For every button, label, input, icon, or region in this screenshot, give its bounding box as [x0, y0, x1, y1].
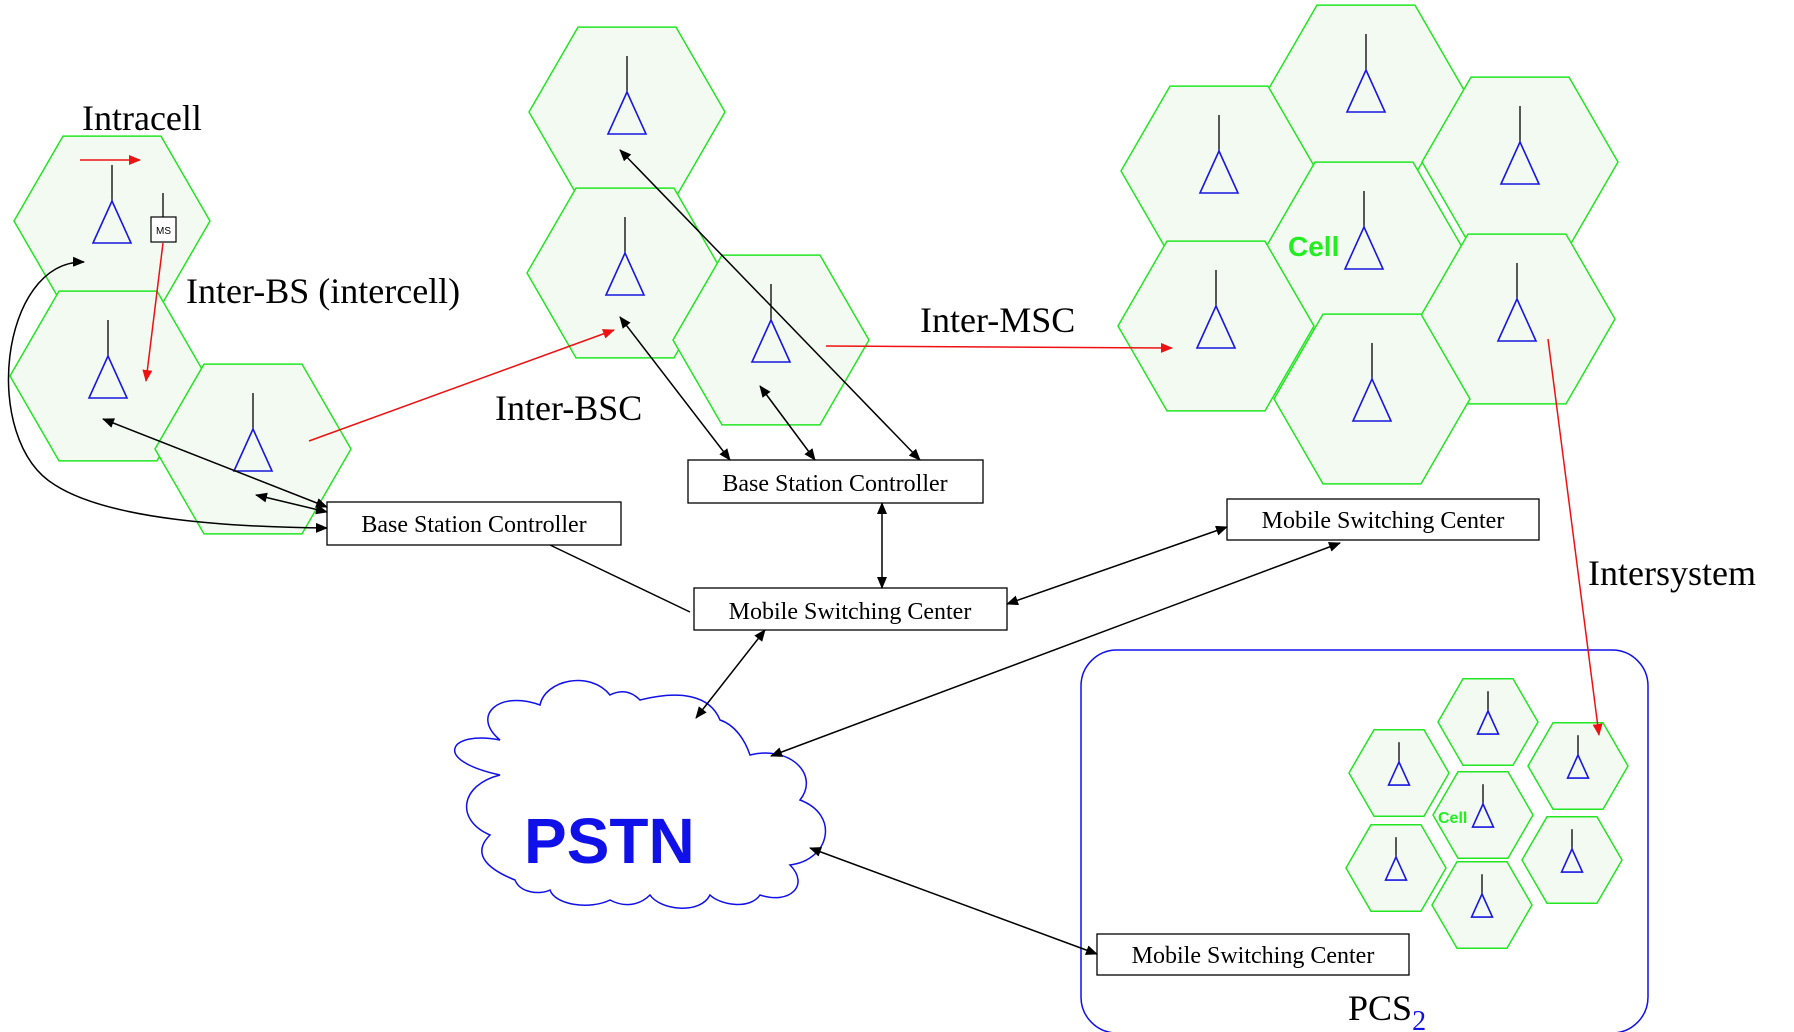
- cell-pcs-top-antenna-icon: [1476, 709, 1500, 735]
- cell-pcs-bottom-hexagon: [1431, 860, 1533, 950]
- cell-right-lowerleft-antenna-icon: [1195, 304, 1237, 349]
- handoff-inter-msc-arrow: [825, 342, 1173, 353]
- cell-pcs-right-antenna-icon: [1566, 753, 1590, 779]
- label-inter-msc: Inter-MSC: [920, 300, 1075, 340]
- pcs-system-boundary: [1080, 649, 1649, 1032]
- cell-pcs-lowerleft-antenna-icon: [1384, 855, 1408, 881]
- link-bsc-left-msc-center: [549, 544, 691, 613]
- cell-pcs-center-hexagon: [1432, 770, 1534, 860]
- bsc-center-label: Base Station Controller: [722, 471, 947, 497]
- cell-left-1-hexagon: [13, 135, 211, 307]
- msc-center-label: Mobile Switching Center: [729, 599, 972, 625]
- label-inter-bs: Inter-BS (intercell): [186, 271, 460, 311]
- cell-label: Cell: [1288, 231, 1339, 262]
- label-inter-bsc: Inter-BSC: [495, 388, 642, 428]
- cell-pcs-center-antenna-icon: [1471, 802, 1495, 828]
- label-pcs: PCS2: [1348, 988, 1426, 1032]
- handoff-inter-bs-arrow: [142, 242, 164, 382]
- cell-center-top: [528, 26, 726, 198]
- link-cell-top-bsc-center: [619, 149, 921, 461]
- cell-pcs-left-antenna-icon: [1387, 760, 1411, 786]
- cell-right-bottom: [1273, 313, 1471, 485]
- cell-pcs-right-hexagon: [1527, 721, 1629, 811]
- link-msc-right-pstn: [770, 542, 1341, 757]
- cell-left-1-antenna-icon: [91, 199, 133, 244]
- cell-right-center-antenna-icon: [1343, 225, 1385, 270]
- cell-right-upperleft-antenna-icon: [1198, 149, 1240, 194]
- bsc-left-label: Base Station Controller: [361, 512, 586, 538]
- cell-right-lowerleft-hexagon: [1117, 240, 1315, 412]
- label-pcs-subscript: 2: [1412, 1006, 1426, 1032]
- cell-right-bottom-antenna-icon: [1351, 377, 1393, 422]
- pstn-label: PSTN: [524, 805, 695, 877]
- cell-center-top-antenna-icon: [606, 90, 648, 135]
- cell-pcs-left: [1348, 728, 1450, 818]
- pstn-cloud: [453, 679, 827, 909]
- cell-right-lowerleft: [1117, 240, 1315, 412]
- cell-pcs-lowerright-hexagon: [1521, 815, 1623, 905]
- cell-pcs-top: [1437, 677, 1539, 767]
- link-msc-center-pstn: [695, 629, 766, 719]
- cell-right-bottom-hexagon: [1273, 313, 1471, 485]
- cell-pcs-bottom-antenna-icon: [1470, 892, 1494, 918]
- link-cell1-bsc-left-curve: [7, 256, 328, 533]
- mobile-station-label: MS: [156, 226, 171, 237]
- cell-pcs-lowerright: [1521, 815, 1623, 905]
- cell-right-top-antenna-icon: [1345, 68, 1387, 113]
- msc-right-box: [1226, 498, 1540, 541]
- bsc-left-box: [326, 501, 622, 546]
- msc-pcs-box: [1096, 933, 1410, 976]
- msc-pcs-label: Mobile Switching Center: [1132, 943, 1375, 969]
- label-intracell: Intracell: [82, 98, 202, 138]
- link-pstn-msc-pcs: [809, 847, 1098, 955]
- cell-pcs-lowerleft-hexagon: [1345, 823, 1447, 913]
- bsc-center-box: [687, 459, 984, 504]
- cell-right-upperright-antenna-icon: [1499, 140, 1541, 185]
- handoff-intersystem-arrow: [1547, 338, 1603, 736]
- link-cell-mid-bsc-center: [619, 316, 731, 461]
- cell-pcs-lowerleft: [1345, 823, 1447, 913]
- cell-pcs-left-hexagon: [1348, 728, 1450, 818]
- cell-pcs-center: [1432, 770, 1534, 860]
- label-intersystem: Intersystem: [1588, 553, 1756, 593]
- cell-center-top-hexagon: [528, 26, 726, 198]
- cell-pcs-top-hexagon: [1437, 677, 1539, 767]
- link-cell-right-bsc-center: [759, 385, 816, 461]
- handoff-inter-bsc-arrow: [308, 329, 615, 442]
- cell-pcs-lowerright-antenna-icon: [1560, 847, 1584, 873]
- cell-pcs-right: [1527, 721, 1629, 811]
- cell-right-lowerright-antenna-icon: [1496, 297, 1538, 342]
- cell-label-pcs: Cell: [1438, 810, 1467, 827]
- cell-pcs-bottom: [1431, 860, 1533, 950]
- msc-right-label: Mobile Switching Center: [1262, 508, 1505, 534]
- cell-left-1: [13, 135, 211, 307]
- label-pcs-main: PCS: [1348, 988, 1412, 1028]
- link-msc-center-msc-right: [1006, 525, 1228, 606]
